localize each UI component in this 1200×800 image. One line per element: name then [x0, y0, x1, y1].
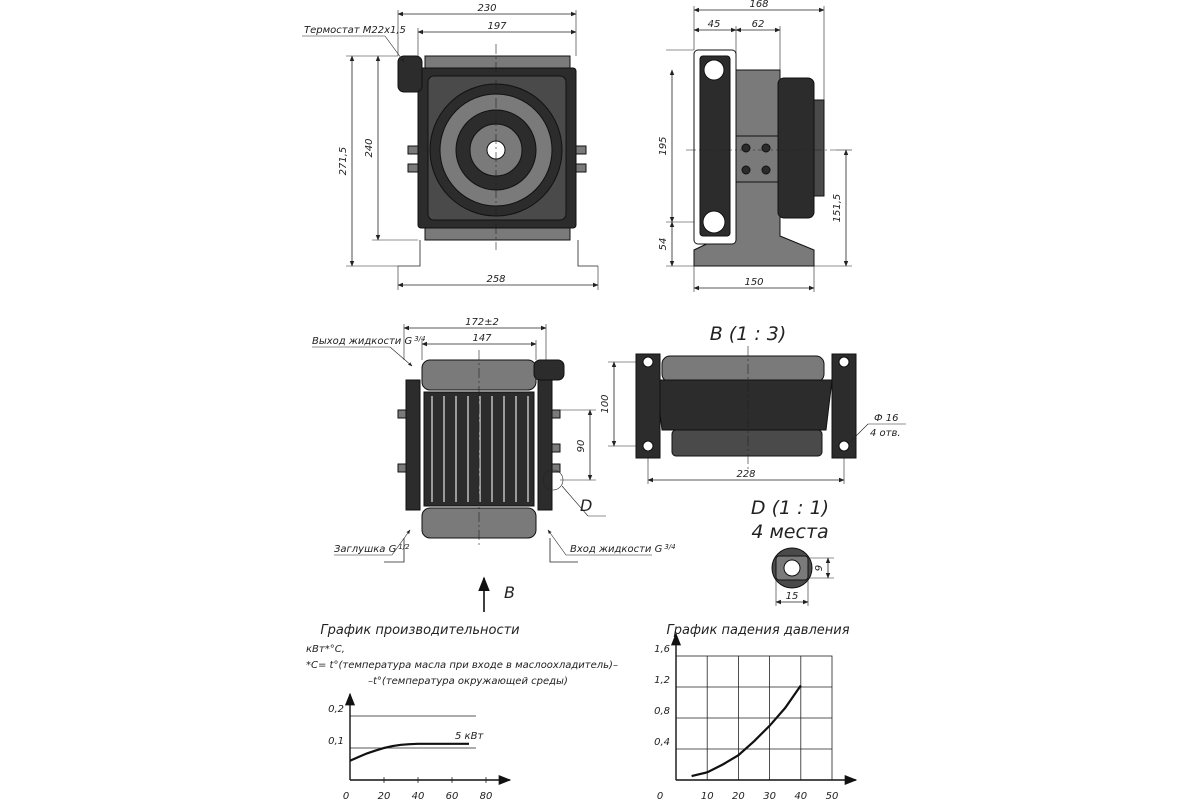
- side-top-port: [703, 59, 725, 81]
- dim-axis-height: 151,5: [832, 194, 843, 223]
- detail-d-dim-height: 9: [814, 565, 825, 571]
- dim-depth-a: 45: [708, 19, 721, 30]
- view-b: B (1 : 3) 100 228 Ф 16 4 отв.: [600, 323, 906, 484]
- view-b-hole-count: 4 отв.: [870, 428, 901, 439]
- view-b-dim-width: 228: [736, 469, 755, 480]
- detail-d: D (1 : 1) 4 места 9 15: [751, 497, 834, 606]
- detail-d-subtitle: 4 места: [751, 521, 828, 543]
- side-bolt: [575, 145, 587, 155]
- core-side-left: [405, 379, 421, 511]
- dim-width-inner: 197: [487, 21, 507, 32]
- detail-d-bolt: [783, 559, 801, 577]
- dim-height-upper: 195: [658, 136, 669, 155]
- mounting-foot: [398, 240, 598, 267]
- dim-core-width-total: 172±2: [465, 317, 499, 328]
- dim-width-total: 230: [477, 3, 496, 14]
- detail-d-dim-width: 15: [786, 591, 799, 602]
- chart-y-tick-label: 0,2: [328, 704, 344, 715]
- dim-mount-spacing: 90: [576, 440, 587, 453]
- view-b-hole-diameter: Ф 16: [874, 413, 899, 424]
- chart-x-tick-label: 0: [343, 791, 349, 800]
- dim-depth-total: 168: [749, 0, 768, 10]
- callout-d: D: [580, 496, 592, 515]
- performance-chart-note-1: *С= t°(температура масла при входе в мас…: [306, 660, 618, 671]
- side-bolt: [575, 163, 587, 173]
- thermostat: [397, 55, 423, 93]
- view-b-motor: [671, 429, 823, 457]
- dim-side-base: 150: [744, 277, 763, 288]
- core-side-right: [537, 379, 553, 511]
- chart-x-tick-label: 50: [826, 791, 839, 800]
- outlet-port: [533, 359, 565, 381]
- performance-chart-annotation: 5 кВт: [455, 731, 484, 742]
- chart-x-tick-label: 40: [794, 791, 807, 800]
- chart-x-tick-label: 10: [701, 791, 714, 800]
- side-bolt: [407, 163, 419, 173]
- dim-height-total: 271,5: [338, 147, 349, 176]
- chart-x-tick-label: 60: [446, 791, 459, 800]
- view-b-title: B (1 : 3): [710, 323, 787, 345]
- thermostat-label: Термостат М22х1,5: [304, 25, 406, 36]
- arrow-b-label: B: [504, 583, 515, 602]
- detail-d-title: D (1 : 1): [751, 497, 829, 519]
- view-b-body: [655, 379, 833, 431]
- dim-depth-b: 62: [752, 19, 765, 30]
- chart-y-tick-label: 1,6: [654, 644, 670, 655]
- performance-chart-note-2: –t°(температура окружающей среды): [368, 676, 568, 687]
- side-motor-cap: [813, 99, 825, 197]
- dim-height-inner: 240: [364, 138, 375, 157]
- dim-base-width: 258: [486, 274, 505, 285]
- chart-x-tick-label: 20: [732, 791, 745, 800]
- chart-series-line: [691, 684, 802, 778]
- pressure-drop-chart: График падения давления 0 10 20 30 40 50 0,4 0,…: [654, 623, 858, 800]
- chart-x-tick-label: 80: [480, 791, 493, 800]
- side-bottom-port: [702, 210, 726, 234]
- view-b-tank: [661, 355, 825, 383]
- side-core-fins: [699, 55, 731, 237]
- side-motor: [777, 77, 815, 219]
- core-foot: [384, 538, 578, 563]
- pressure-drop-chart-title: График падения давления: [666, 623, 849, 638]
- performance-chart-title: График производительности: [320, 623, 519, 638]
- view-b-dim-height: 100: [600, 394, 611, 413]
- performance-chart-ylabel: кВт*°С,: [306, 644, 345, 655]
- chart-y-tick-label: 1,2: [654, 675, 670, 686]
- performance-chart: График производительности кВт*°С, *С= t°…: [306, 623, 618, 800]
- chart-x-tick-label: 20: [378, 791, 391, 800]
- side-mount-plate: [735, 135, 779, 183]
- chart-y-tick-label: 0,4: [654, 737, 670, 748]
- chart-series-line: [349, 742, 469, 762]
- chart-y-tick-label: 0,8: [654, 706, 670, 717]
- chart-x-tick-label: 30: [763, 791, 776, 800]
- chart-y-tick-label: 0,1: [328, 736, 344, 747]
- dim-core-width: 147: [472, 333, 492, 344]
- side-bolt: [407, 145, 419, 155]
- side-view: 168 45 62 195 54 151,5 150: [658, 0, 852, 292]
- fan-front-view: 230 197 271,5 240 258 Термостат М22х1,5: [302, 3, 599, 290]
- dim-height-lower: 54: [658, 238, 669, 251]
- chart-x-tick-label: 0: [657, 791, 663, 800]
- chart-x-tick-label: 40: [412, 791, 425, 800]
